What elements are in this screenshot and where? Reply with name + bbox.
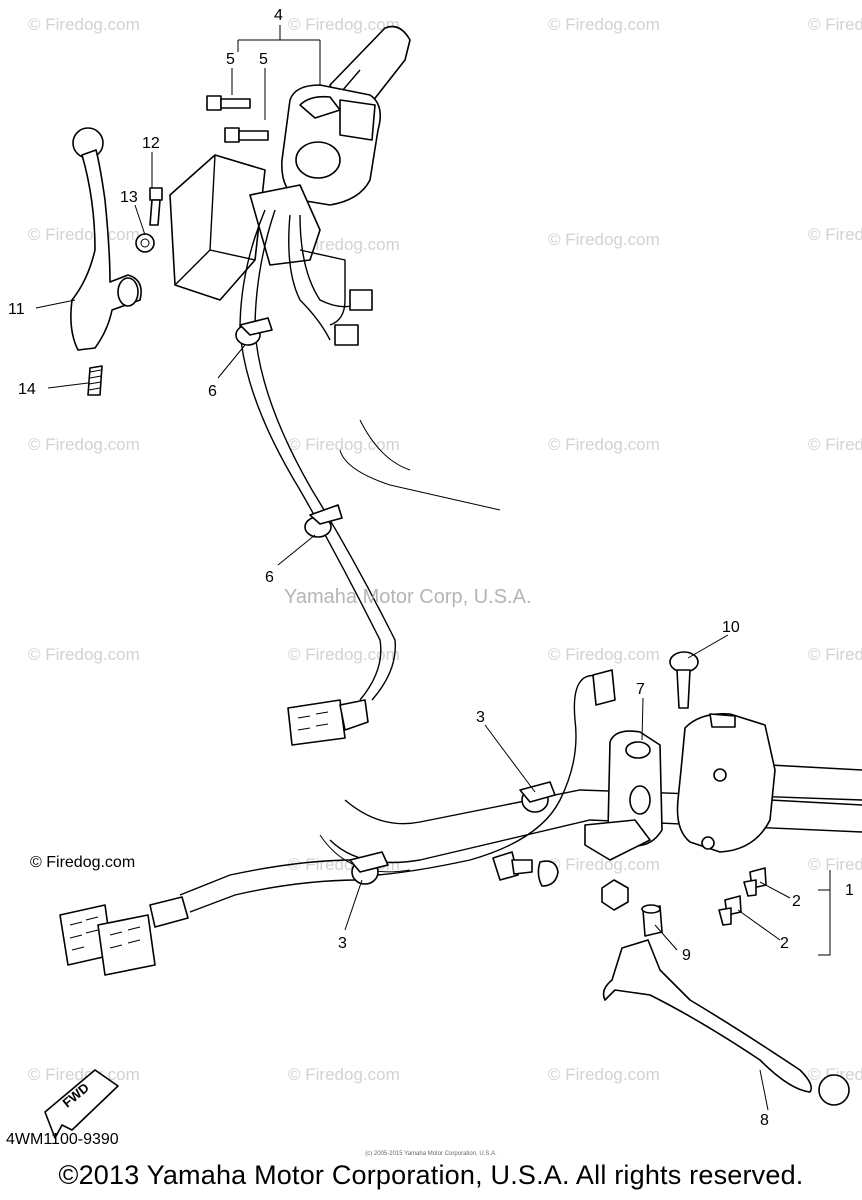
bolt <box>669 651 699 709</box>
wire-clamp <box>519 781 556 813</box>
callout-2: 2 <box>780 935 789 952</box>
right-handlebar-switch <box>676 712 776 853</box>
wire-clamp <box>235 317 273 346</box>
watermark: © Firedog.com <box>808 15 862 34</box>
screw <box>743 867 767 897</box>
callout-14: 14 <box>18 381 36 398</box>
bolt <box>149 187 163 226</box>
brake-lever <box>602 939 850 1106</box>
bolt <box>492 851 533 881</box>
switch-box <box>169 154 321 301</box>
watermark: © Firedog.com <box>548 230 660 249</box>
watermark: © Firedog.com <box>28 225 140 244</box>
callout-6: 6 <box>265 569 274 586</box>
bolt <box>224 127 269 143</box>
callout-9: 9 <box>682 947 691 964</box>
wire-clamp <box>304 504 343 538</box>
brake-master-cylinder <box>584 730 663 861</box>
callout-11: 11 <box>8 301 25 318</box>
left-handlebar-switch <box>281 84 381 206</box>
callout-10: 10 <box>722 619 740 636</box>
clutch-lever <box>70 127 142 351</box>
screw <box>718 895 742 926</box>
diagram-code: 4WM1100-9390 <box>6 1131 119 1148</box>
watermark: © Firedog.com <box>28 645 140 664</box>
spring <box>87 365 103 396</box>
firedog-label: © Firedog.com <box>30 854 136 871</box>
callout-4: 4 <box>274 7 283 24</box>
callout-3: 3 <box>476 709 485 726</box>
watermark: © Firedog.com <box>548 1065 660 1084</box>
callout-2: 2 <box>792 893 801 910</box>
callout-8: 8 <box>760 1112 769 1129</box>
watermark: © Firedog.com <box>808 645 862 664</box>
washer <box>537 860 559 887</box>
callout-6: 6 <box>208 383 217 400</box>
wire-connector <box>59 896 189 976</box>
watermark: © Firedog.com <box>548 645 660 664</box>
wire-connector <box>287 699 369 746</box>
brake-switch-wire <box>179 669 616 913</box>
callout-5: 5 <box>226 51 235 68</box>
callout-12: 12 <box>142 135 160 152</box>
nut <box>135 233 155 253</box>
watermark: © Firedog.com <box>28 1065 140 1084</box>
watermark: © Firedog.com <box>288 1065 400 1084</box>
nut <box>601 879 629 911</box>
watermark: © Firedog.com <box>28 435 140 454</box>
watermark-layer: © Firedog.com © Firedog.com © Firedog.co… <box>28 15 862 1084</box>
watermark: © Firedog.com <box>548 15 660 34</box>
watermark: © Firedog.com <box>548 435 660 454</box>
watermark: © Firedog.com <box>28 15 140 34</box>
callout-1: 1 <box>845 882 854 899</box>
watermark: © Firedog.com <box>288 645 400 664</box>
callout-5: 5 <box>259 51 268 68</box>
callout-3: 3 <box>338 935 347 952</box>
center-watermark: Yamaha Motor Corp, U.S.A. <box>284 586 532 608</box>
callout-13: 13 <box>120 189 138 206</box>
watermark: © Firedog.com <box>288 435 400 454</box>
watermark: © Firedog.com <box>808 855 862 874</box>
bolt <box>206 95 251 111</box>
tiny-note: (c) 2005-2015 Yamaha Motor Corporation, … <box>365 1151 497 1157</box>
watermark: © Firedog.com <box>548 855 660 874</box>
callout-7: 7 <box>636 681 645 698</box>
watermark: © Firedog.com <box>808 225 862 244</box>
watermark: © Firedog.com <box>808 435 862 454</box>
top-wire-harness <box>239 209 501 701</box>
wire-clamp <box>349 851 389 885</box>
watermark: © Firedog.com <box>288 15 400 34</box>
collar <box>641 904 663 937</box>
copyright-notice: ©2013 Yamaha Motor Corporation, U.S.A. A… <box>58 1160 804 1190</box>
callouts: 4 5 5 12 13 11 14 6 6 10 7 3 3 1 2 2 9 8 <box>8 7 854 1129</box>
leader-lines <box>35 25 831 1111</box>
